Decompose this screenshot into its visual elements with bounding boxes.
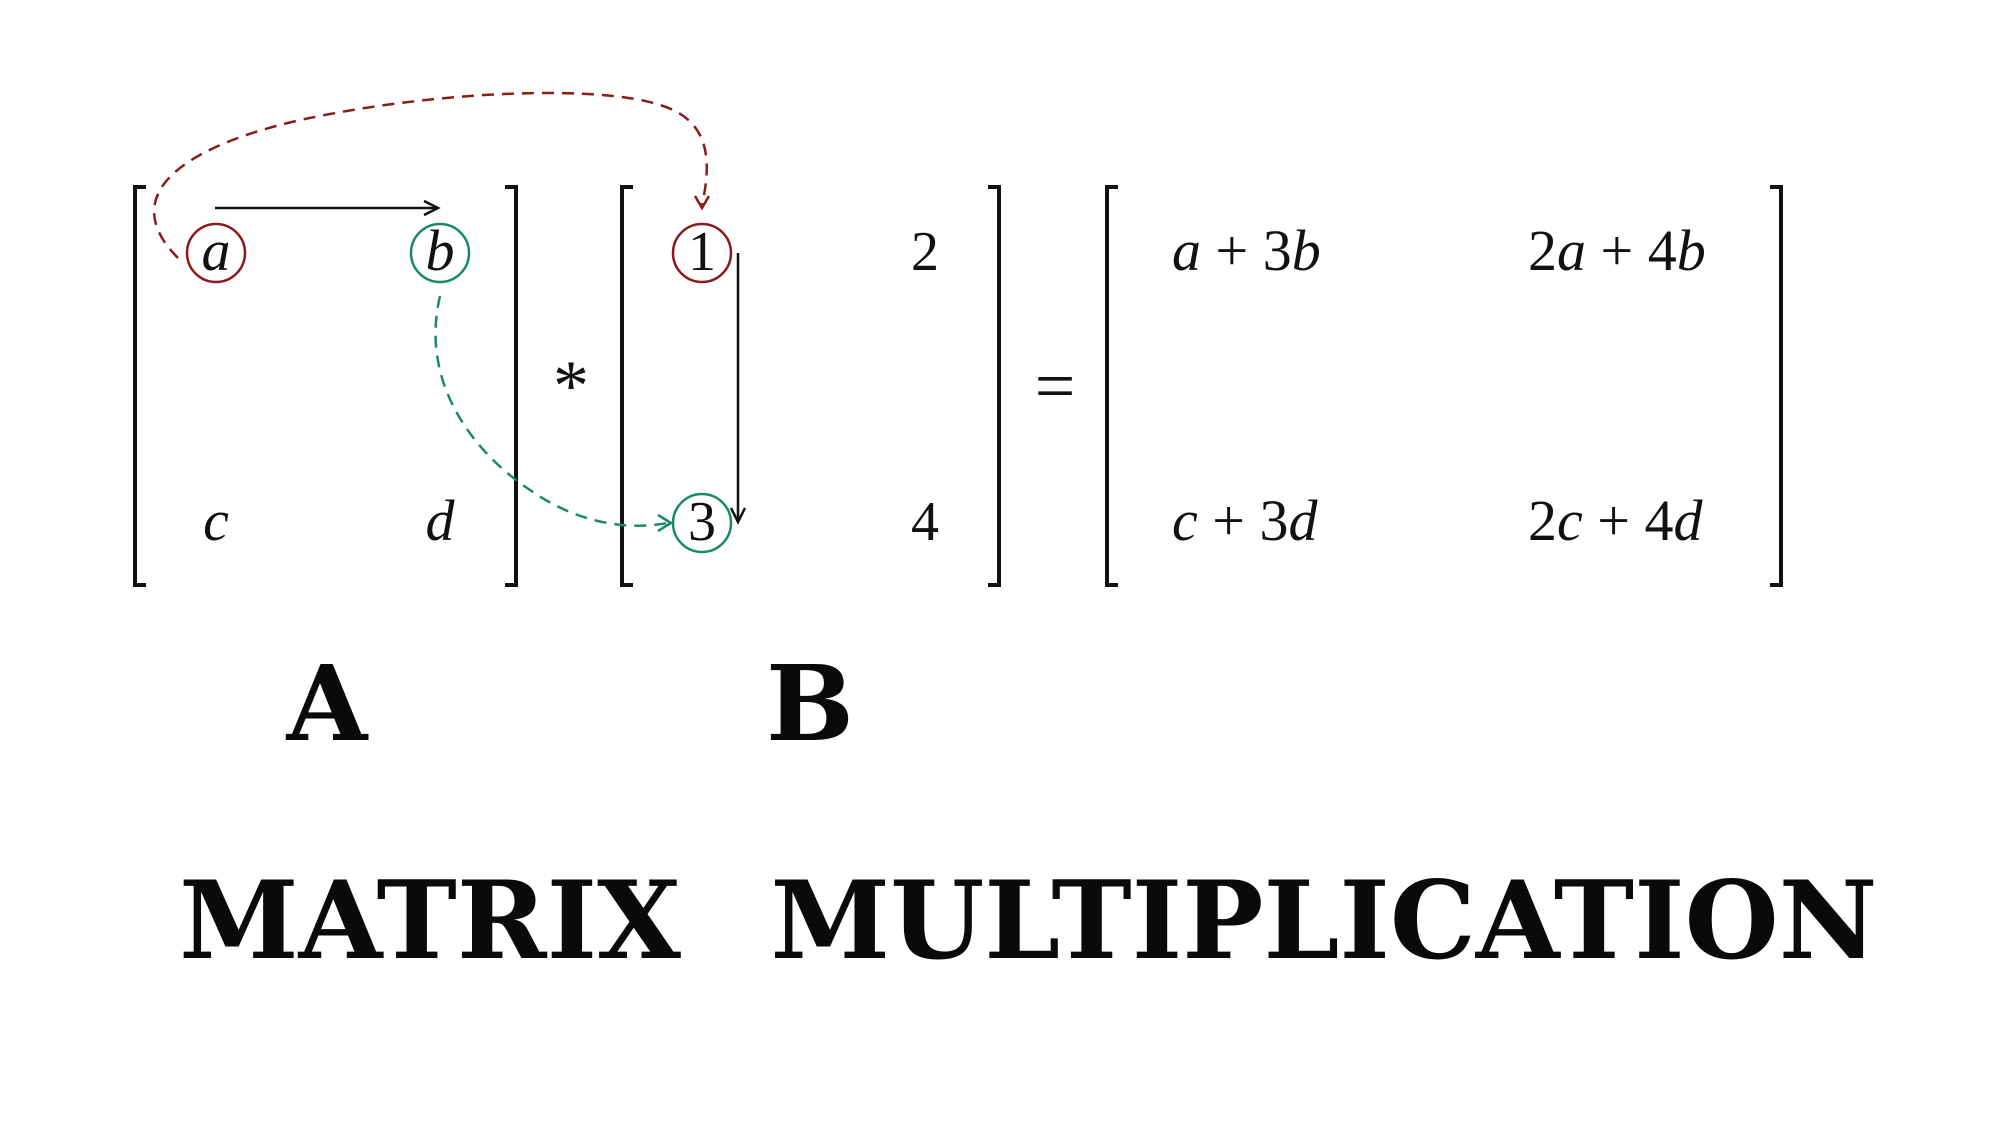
result-right-bracket [1770, 185, 1783, 587]
matrix-a-cell-a: a [202, 218, 231, 283]
equals-operator: = [1035, 346, 1076, 426]
result-cell-12: 2a + 4b [1528, 218, 1706, 283]
title-word-multiplication: MULTIPLICATION [771, 858, 1878, 984]
result-cell-21: c + 3d [1172, 488, 1318, 553]
result-cell-22: 2c + 4d [1528, 488, 1703, 553]
matrix-b-cell-1: 1 [688, 221, 716, 283]
matrix-a-cell-b: b [426, 218, 455, 283]
matrix-a-label: A [286, 642, 369, 765]
highlight-circle-b [409, 222, 471, 284]
result-left-bracket [1105, 185, 1118, 587]
highlight-circle-a [185, 222, 247, 284]
dashed-arrow-b-to-3 [434, 295, 669, 527]
row-arrow-head [423, 199, 441, 217]
matrix-b-cell-2: 2 [911, 221, 939, 283]
multiply-operator: * [553, 346, 589, 426]
result-cell-11: a + 3b [1172, 218, 1321, 283]
matrix-b-left-bracket [620, 185, 633, 587]
matrix-b-cell-3: 3 [688, 491, 716, 553]
matrix-a-right-bracket [505, 185, 518, 587]
matrix-b-label: B [766, 642, 854, 765]
matrix-a-left-bracket [133, 185, 146, 587]
matrix-a-cell-d: d [426, 488, 456, 553]
matrix-a-cell-c: c [203, 488, 229, 553]
title-word-matrix: MATRIX [179, 858, 681, 984]
dashed-arrow-a-to-1-head [693, 195, 711, 211]
matrix-b-cell-4: 4 [911, 491, 939, 553]
column-arrow-head [729, 507, 747, 525]
dashed-arrow-b-to-3-head [657, 513, 674, 533]
highlight-circle-1 [671, 222, 733, 284]
dashed-arrow-a-to-1 [152, 91, 708, 259]
matrix-b-right-bracket [988, 185, 1001, 587]
